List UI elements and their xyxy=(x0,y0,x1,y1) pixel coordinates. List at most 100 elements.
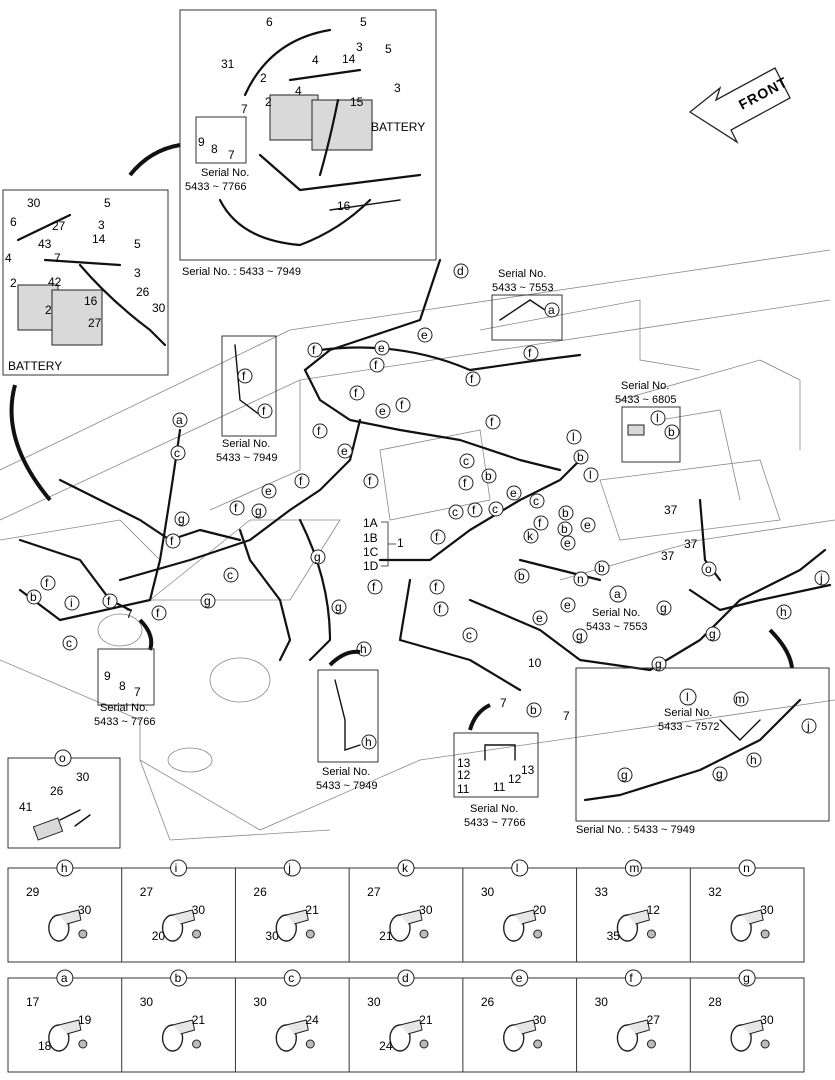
callout-5: 5 xyxy=(360,15,367,29)
svg-text:l: l xyxy=(686,690,689,704)
part-number: 12 xyxy=(647,903,661,917)
marker-e: e xyxy=(261,483,277,499)
callout-8: 8 xyxy=(211,142,218,156)
svg-text:g: g xyxy=(204,594,211,608)
clamp-letter: l xyxy=(516,861,519,875)
clamp-letter-circle xyxy=(170,969,188,987)
part-number: 24 xyxy=(379,1039,393,1053)
svg-text:5433 ~ 7766: 5433 ~ 7766 xyxy=(464,817,525,829)
bolt-icon xyxy=(192,1039,202,1049)
svg-text:b: b xyxy=(530,703,537,717)
marker-c: c xyxy=(170,445,186,461)
marker-b2: b xyxy=(481,468,497,484)
marker-c3: c xyxy=(223,567,239,583)
callout-2c: 2 xyxy=(10,276,17,290)
marker-c7: c xyxy=(529,493,545,509)
svg-text:f: f xyxy=(538,516,542,530)
svg-text:g: g xyxy=(335,600,342,614)
svg-text:g: g xyxy=(178,512,185,526)
svg-text:c: c xyxy=(492,502,498,516)
svg-text:f: f xyxy=(234,501,238,515)
marker-f17: f xyxy=(467,502,483,518)
part-number: 17 xyxy=(26,995,40,1009)
svg-text:41: 41 xyxy=(19,800,33,814)
marker-g: g xyxy=(200,593,216,609)
callout-7b: 7 xyxy=(241,102,248,116)
svg-text:Serial No.: Serial No. xyxy=(222,438,270,450)
callout-2: 2 xyxy=(260,71,267,85)
marker-e5: e xyxy=(417,327,433,343)
svg-text:f: f xyxy=(470,372,474,386)
clamp-tab xyxy=(399,1019,423,1035)
marker-e7: e xyxy=(580,517,596,533)
clamp-letter-circle xyxy=(397,859,415,877)
bolt-icon xyxy=(78,1039,88,1049)
svg-text:o: o xyxy=(59,751,66,765)
bolt-icon xyxy=(760,929,770,939)
callout-3d: 3 xyxy=(134,266,141,280)
svg-text:5433 ~ 7766: 5433 ~ 7766 xyxy=(94,716,155,728)
clamp-letter-circle xyxy=(624,969,642,987)
marker-f11: f xyxy=(369,357,385,373)
bolt-icon xyxy=(192,929,202,939)
part-number: 33 xyxy=(595,885,609,899)
callout-10: 10 xyxy=(528,656,542,670)
inset-pointer-top xyxy=(128,143,181,177)
part-number: 24 xyxy=(305,1013,319,1027)
marker-f2: f xyxy=(102,593,118,609)
marker-g6: g xyxy=(572,628,588,644)
clamp-letter: g xyxy=(743,971,750,985)
callout-14b: 14 xyxy=(92,232,106,246)
serial-caption: Serial No. xyxy=(201,167,249,179)
callout-16b: 16 xyxy=(84,294,98,308)
marker-f10: f xyxy=(395,397,411,413)
marker-l: l xyxy=(566,429,582,445)
svg-text:b: b xyxy=(485,469,492,483)
svg-text:c: c xyxy=(463,454,469,468)
svg-text:f: f xyxy=(374,358,378,372)
clamp-tab xyxy=(172,909,196,925)
callout-14: 14 xyxy=(342,52,356,66)
clamp-tab xyxy=(58,1019,82,1035)
svg-text:e: e xyxy=(536,611,543,625)
clamp-letter: e xyxy=(516,971,523,985)
svg-text:g: g xyxy=(576,629,583,643)
marker-f5: f xyxy=(229,500,245,516)
svg-text:e: e xyxy=(564,598,571,612)
svg-text:f: f xyxy=(242,369,246,383)
serial-7949-top: Serial No. : 5433 ~ 7949 xyxy=(182,266,301,278)
svg-text:f: f xyxy=(107,594,111,608)
marker-g8: g xyxy=(705,626,721,642)
svg-text:l: l xyxy=(589,468,592,482)
callout-4b: 4 xyxy=(295,84,302,98)
detail-o: o 30 26 41 xyxy=(7,749,121,849)
inset-7949-mid: f f Serial No. 5433 ~ 7949 xyxy=(216,335,277,464)
svg-text:Serial No. : 5433 ~ 7949: Serial No. : 5433 ~ 7949 xyxy=(576,824,695,836)
svg-text:g: g xyxy=(716,767,723,781)
clamp-tab xyxy=(399,909,423,925)
svg-text:f: f xyxy=(438,602,442,616)
svg-text:e: e xyxy=(584,518,591,532)
callout-27b: 27 xyxy=(88,316,102,330)
marker-e8: e xyxy=(560,535,576,551)
callout-1: 1 xyxy=(397,536,404,550)
bolt-icon xyxy=(419,1039,429,1049)
svg-text:b: b xyxy=(518,569,525,583)
serial-7766-top: 5433 ~ 7766 xyxy=(185,181,246,193)
clamp-tab xyxy=(741,909,764,925)
svg-text:h: h xyxy=(365,735,372,749)
svg-text:f: f xyxy=(354,386,358,400)
part-number: 30 xyxy=(253,995,267,1009)
part-number: 27 xyxy=(367,885,381,899)
svg-text:f: f xyxy=(490,415,494,429)
svg-text:l: l xyxy=(656,411,659,425)
svg-text:Serial No.: Serial No. xyxy=(592,607,640,619)
callout-37c: 37 xyxy=(661,549,675,563)
marker-n: n xyxy=(573,571,589,587)
marker-f19: f xyxy=(430,529,446,545)
svg-text:b: b xyxy=(562,506,569,520)
